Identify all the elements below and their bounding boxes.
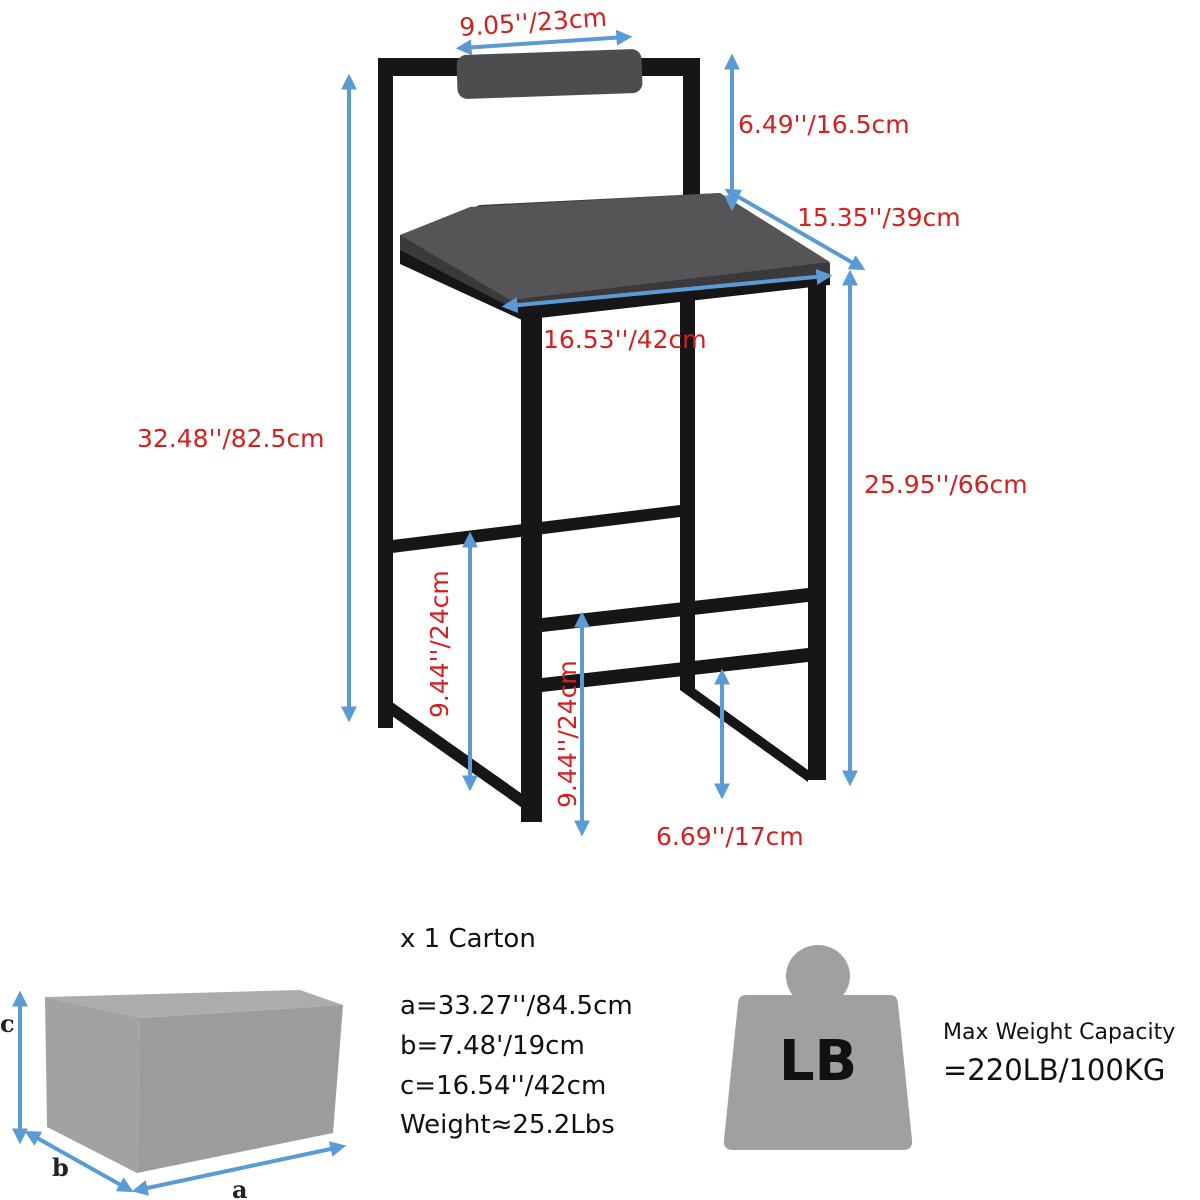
back-left-post xyxy=(378,60,393,728)
back-right-post xyxy=(683,58,700,238)
left-bottom-runner xyxy=(392,702,542,822)
seat-depth-label: 15.35''/39cm xyxy=(797,203,961,232)
seat-depth-arrow xyxy=(724,188,866,271)
front-footrest-upper xyxy=(542,588,808,632)
seat-width-arrow xyxy=(501,268,833,314)
max-weight-title: Max Weight Capacity xyxy=(943,1020,1175,1045)
box-front-face xyxy=(137,1005,343,1173)
backrest-width-arrow xyxy=(455,29,633,56)
front-footrest-label: 9.44''/24cm xyxy=(553,660,582,808)
front-footrest-lower xyxy=(542,648,808,692)
backrest-width-label: 9.05''/23cm xyxy=(458,3,607,42)
box-left-face xyxy=(45,997,140,1173)
carton-b-arrow xyxy=(24,1130,134,1193)
carton-weight: Weight≈25.2Lbs xyxy=(400,1110,615,1140)
box-top-face xyxy=(45,990,343,1018)
carton-b-label: b xyxy=(52,1153,69,1182)
carton-a-label: a xyxy=(232,1175,248,1200)
back-right-leg xyxy=(680,230,695,690)
carton-count: x 1 Carton xyxy=(400,924,536,954)
weight-icon-label: LB xyxy=(779,1029,857,1094)
total-height-label: 32.48''/82.5cm xyxy=(137,424,325,453)
right-bottom-runner xyxy=(680,678,808,782)
front-left-leg xyxy=(521,310,542,822)
backrest-cushion xyxy=(456,49,643,99)
seat-height-label: 25.95''/66cm xyxy=(864,470,1028,499)
carton-box-illustration: c b a xyxy=(0,990,347,1200)
dimension-arrows xyxy=(341,29,866,837)
back-footrest-label: 9.44''/24cm xyxy=(425,570,454,718)
seat-width-label: 16.53''/42cm xyxy=(543,325,707,354)
backrest-height-label: 6.49''/16.5cm xyxy=(738,110,910,139)
carton-dimension-a: a=33.27''/84.5cm xyxy=(400,991,633,1021)
lower-footrest-label: 6.69''/17cm xyxy=(656,822,804,851)
carton-a-arrow xyxy=(131,1141,347,1196)
carton-dimension-c: c=16.54''/42cm xyxy=(400,1071,606,1101)
max-weight-value: =220LB/100KG xyxy=(943,1053,1165,1087)
weight-icon: LB xyxy=(723,945,913,1150)
front-right-leg xyxy=(808,280,826,780)
carton-dimension-b: b=7.48'/19cm xyxy=(400,1031,585,1061)
carton-info: x 1 Carton a=33.27''/84.5cm b=7.48'/19cm… xyxy=(400,924,633,1140)
carton-c-label: c xyxy=(0,1009,15,1038)
